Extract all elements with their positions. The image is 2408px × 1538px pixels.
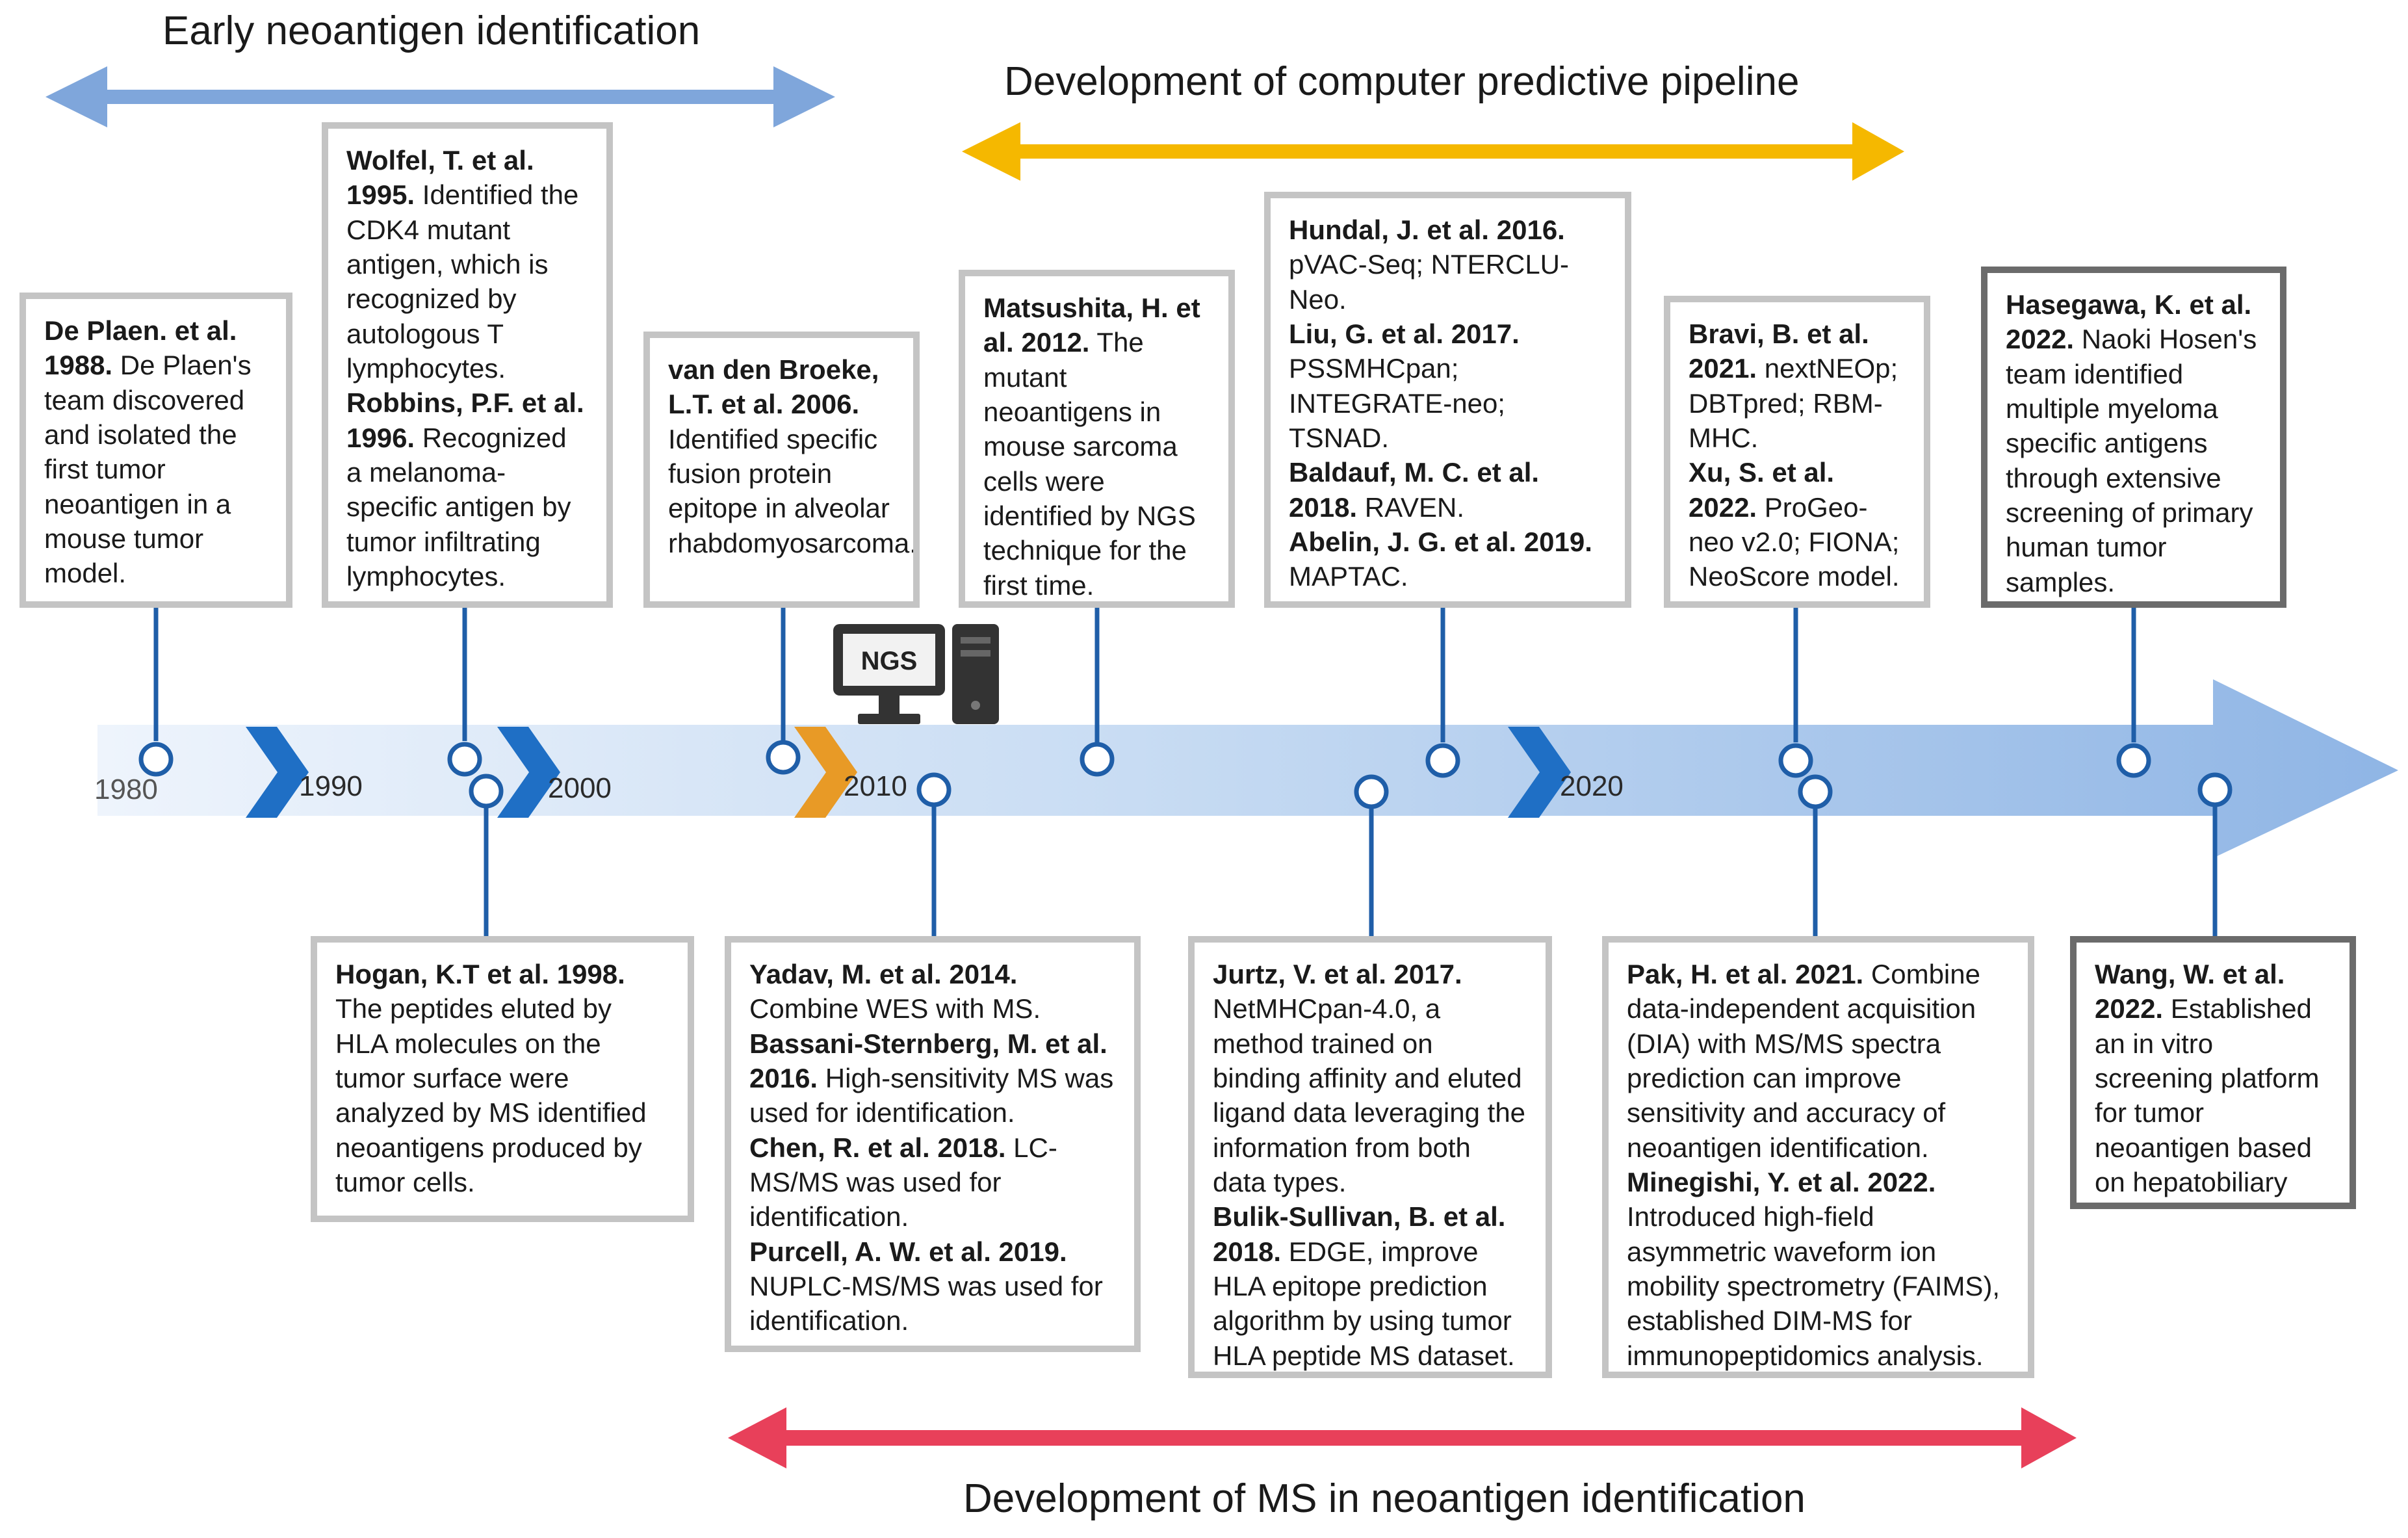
entry-bulik-2018: Bulik-Sullivan, B. et al. 2018. EDGE, im… [1213,1201,1515,1371]
year-2010: 2010 [844,770,907,802]
year-2000: 2000 [548,772,612,804]
marker-2021-bravi [1778,743,1813,778]
box-matsushita: Matsushita, H. et al. 2012. The mutant n… [959,270,1235,608]
entry-jurtz-2017: Jurtz, V. et al. 2017. NetMHCpan-4.0, a … [1213,959,1526,1197]
timeline-arrow [97,679,2398,858]
box-deplaen: De Plaen. et al. 1988. De Plaen's team d… [19,293,292,608]
marker-2012 [1080,742,1115,777]
marker-2021-pak [1798,774,1833,809]
box-hogan: Hogan, K.T et al. 1998. The peptides elu… [311,936,694,1222]
box-hundal: Hundal, J. et al. 2016. pVAC-Seq; NTERCL… [1264,192,1631,608]
entry-pak-2021: Pak, H. et al. 2021. Combine data-indepe… [1627,959,1980,1163]
marker-2014 [916,772,952,807]
entry-bassani-2016: Bassani-Sternberg, M. et al. 2016. High-… [749,1028,1114,1128]
chevron-2020-icon [1508,727,1571,818]
box-wang: Wang, W. et al. 2022. Established an in … [2070,936,2356,1209]
entry-deplaen-1988: De Plaen. et al. 1988. De Plaen's team d… [44,315,252,589]
marker-1998 [469,774,504,809]
entry-minegishi-2022: Minegishi, Y. et al. 2022. Introduced hi… [1627,1166,2000,1371]
chevron-1990-icon [246,727,309,818]
entry-hogan-1998: Hogan, K.T et al. 1998. The peptides elu… [335,959,647,1197]
entry-baldauf-2018: Baldauf, M. C. et al. 2018. RAVEN. [1289,457,1540,523]
entry-bravi-2021: Bravi, B. et al. 2021. nextNEOp; DBTpred… [1689,319,1898,453]
chevron-2010-icon [794,727,857,818]
box-vandenbroeke: van den Broeke, L.T. et al. 2006. Identi… [643,332,920,608]
ngs-label: NGS [861,647,918,675]
marker-2022-hasegawa [2116,743,2151,778]
year-1990: 1990 [299,770,363,802]
entry-robbins-1996: Robbins, P.F. et al. 1996. Recognized a … [346,387,584,592]
entry-xu-2022: Xu, S. et al. 2022. ProGeo-neo v2.0; FIO… [1689,457,1900,592]
box-jurtz: Jurtz, V. et al. 2017. NetMHCpan-4.0, a … [1188,936,1552,1378]
entry-abelin-2019: Abelin, J. G. et al. 2019. MAPTAC. [1289,526,1592,592]
year-1980: 1980 [94,774,158,805]
box-yadav: Yadav, M. et al. 2014. Combine WES with … [725,936,1141,1352]
chevron-2000-icon [497,727,560,818]
marker-2006 [766,740,801,775]
entry-liu-2017: Liu, G. et al. 2017. PSSMHCpan; INTEGRAT… [1289,318,1520,453]
box-hasegawa: Hasegawa, K. et al. 2022. Naoki Hosen's … [1981,267,2286,608]
entry-purcell-2019: Purcell, A. W. et al. 2019. NUPLC-MS/MS … [749,1236,1103,1336]
ms-phase-arrow [728,1407,2077,1468]
entry-yadav-2014: Yadav, M. et al. 2014. Combine WES with … [749,959,1041,1024]
entry-wang-2022: Wang, W. et al. 2022. Established an in … [2095,959,2320,1203]
computer-phase-arrow [962,122,1904,181]
early-phase-arrow [45,66,835,127]
early-phase-title: Early neoantigen identification [162,8,701,53]
ngs-computer-icon [833,624,999,724]
computer-phase-title: Development of computer predictive pipel… [1004,59,1800,104]
marker-2016-hundal [1425,743,1460,778]
entry-vandenbroeke-2006: van den Broeke, L.T. et al. 2006. Identi… [668,354,917,558]
entry-matsushita-2012: Matsushita, H. et al. 2012. The mutant n… [983,293,1200,601]
year-2020: 2020 [1560,770,1624,802]
marker-1995 [447,742,482,777]
entry-hundal-2016: Hundal, J. et al. 2016. pVAC-Seq; NTERCL… [1289,215,1569,315]
entry-chen-2018: Chen, R. et al. 2018. LC-MS/MS was used … [749,1132,1057,1232]
marker-1988 [138,742,174,777]
box-pak: Pak, H. et al. 2021. Combine data-indepe… [1602,936,2034,1378]
ms-phase-title: Development of MS in neoantigen identifi… [963,1476,1806,1521]
marker-2017-jurtz [1354,774,1389,809]
box-bravi: Bravi, B. et al. 2021. nextNEOp; DBTpred… [1664,296,1930,608]
entry-wolfel-1995: Wolfel, T. et al. 1995. Identified the C… [346,145,579,384]
entry-hasegawa-2022: Hasegawa, K. et al. 2022. Naoki Hosen's … [2006,289,2257,597]
box-wolfel: Wolfel, T. et al. 1995. Identified the C… [322,122,613,608]
marker-2022-wang [2197,772,2233,807]
